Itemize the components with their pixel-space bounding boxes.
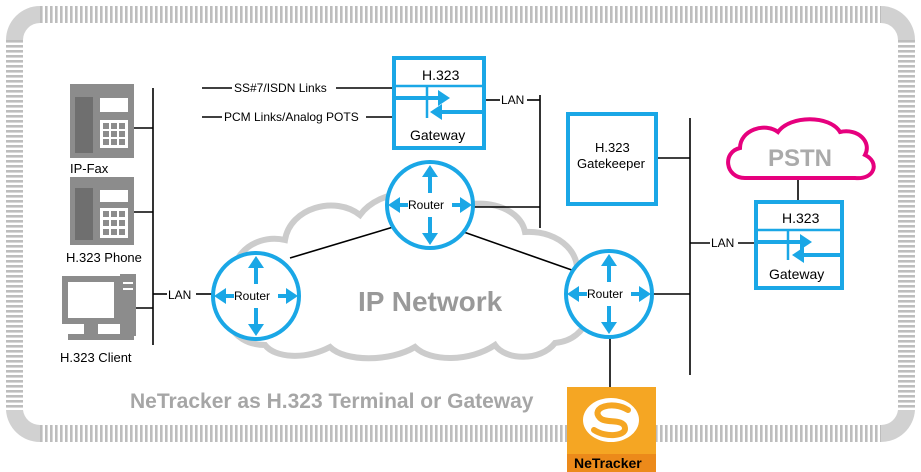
netracker-label: NeTracker [574, 455, 642, 471]
pstn-cloud: PSTN [726, 117, 876, 181]
ip-fax-device [70, 84, 134, 158]
gateway-top-link1: SS#7/ISDN Links [234, 81, 327, 95]
router-left-label: Router [234, 289, 270, 303]
hatched-frame [6, 6, 915, 443]
router-right-label: Router [587, 287, 623, 301]
gatekeeper-line1: H.323 [595, 140, 630, 155]
gateway-top-title: H.323 [422, 67, 460, 83]
gateway-right-lan-label: LAN [711, 236, 734, 250]
ip-network-cloud: IP Network [224, 190, 592, 362]
gateway-top-label: Gateway [410, 127, 465, 143]
left-lan-label: LAN [168, 288, 191, 302]
connection-lines [133, 87, 799, 387]
ip-fax-label: IP-Fax [70, 161, 109, 176]
gateway-right [754, 200, 844, 290]
router-center-label: Router [408, 198, 444, 212]
gateway-top [392, 56, 486, 150]
gateway-right-title: H.323 [782, 210, 820, 226]
h323-client-device [62, 274, 136, 340]
netracker-device [567, 387, 656, 472]
gatekeeper-line2: Gatekeeper [577, 156, 646, 171]
h323-phone-label: H.323 Phone [66, 250, 142, 265]
gateway-top-lan-label: LAN [501, 93, 524, 107]
router-left: Router [211, 251, 301, 341]
router-right: Router [564, 249, 654, 339]
router-center: Router [385, 160, 475, 250]
h323-phone-device [70, 177, 134, 245]
gatekeeper [566, 112, 658, 206]
caption: NeTracker as H.323 Terminal or Gateway [130, 390, 534, 413]
gateway-top-link2: PCM Links/Analog POTS [224, 110, 359, 124]
pstn-label: PSTN [768, 145, 832, 172]
ip-network-label: IP Network [358, 286, 503, 317]
gateway-right-label: Gateway [769, 266, 824, 282]
h323-client-label: H.323 Client [60, 350, 132, 365]
